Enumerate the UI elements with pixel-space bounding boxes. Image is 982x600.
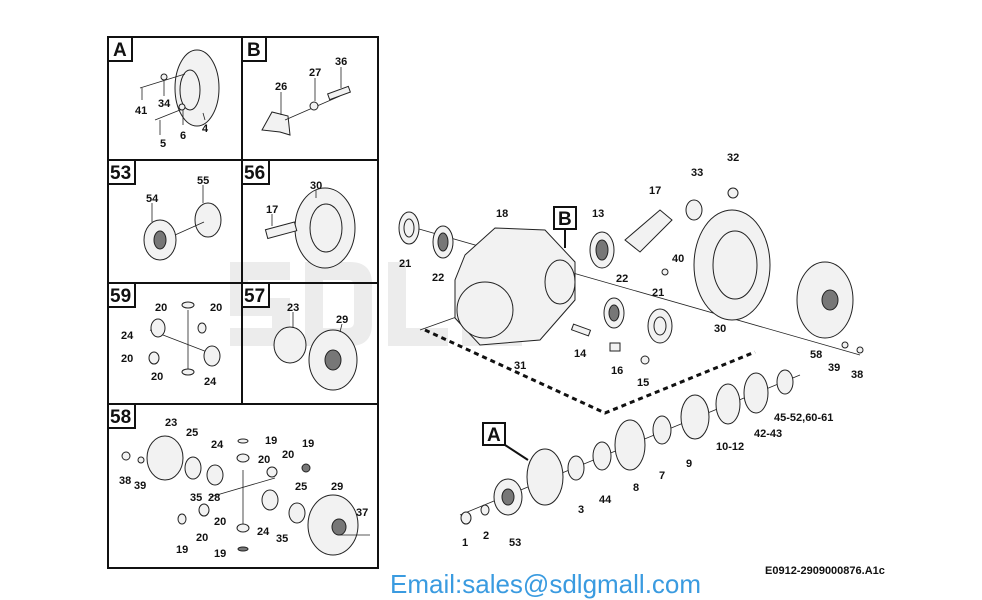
label: 29 [331,481,343,493]
label: 26 [275,81,287,93]
label: 15 [637,377,649,389]
label: 4 [202,123,209,135]
label: 18 [496,208,508,220]
label: 20 [214,516,226,528]
panel-59-parts: 20 20 24 20 20 24 [121,301,222,388]
panel-57-title: 57 [244,286,265,307]
figure-code: E0912-2909000876.A1c [765,565,885,577]
panel-56-title: 56 [244,163,265,184]
label: 20 [282,449,294,461]
panel-56-parts: 17 30 [264,180,356,269]
label: 20 [155,302,167,314]
label: 30 [310,180,322,192]
label: 14 [574,348,587,360]
label: 17 [266,204,278,216]
label: 27 [309,67,321,79]
main-exploded-view: 21 22 18 13 17 33 32 40 22 21 30 58 39 3… [398,152,864,549]
label: 1 [462,537,468,549]
callout-a: A [487,425,501,446]
callout-b: B [558,209,572,230]
label: 19 [302,438,314,450]
label: 24 [257,526,270,538]
label: 22 [616,273,628,285]
email-watermark: Email:sales@sdlgmall.com [390,569,701,599]
label: 24 [121,330,134,342]
panel-a-title: A [113,40,127,61]
label: 28 [208,492,220,504]
label: 20 [151,371,163,383]
label: 54 [146,193,159,205]
panel-53-parts: 54 55 [143,175,222,261]
label: 13 [592,208,604,220]
label: 20 [258,454,270,466]
label: 3 [578,504,584,516]
label: 9 [686,458,692,470]
label: 38 [851,369,863,381]
panel-59-title: 59 [110,286,131,307]
label: 19 [214,548,226,560]
label: 25 [295,481,307,493]
panel-b-title: B [247,40,261,61]
label: 25 [186,427,198,439]
label: 35 [190,492,202,504]
label: 20 [121,353,133,365]
label: 45-52,60-61 [774,412,833,424]
panel-58-title: 58 [110,407,131,428]
label: 8 [633,482,639,494]
label: 16 [611,365,623,377]
panel-53-title: 53 [110,163,131,184]
panel-58-parts: 23 25 24 19 20 19 20 38 39 35 28 25 29 2… [119,417,370,560]
label: 10-12 [716,441,744,453]
label: 44 [599,494,612,506]
label: 21 [652,287,664,299]
label: 17 [649,185,661,197]
label: 39 [828,362,840,374]
label: 40 [672,253,684,265]
label: 6 [180,130,186,142]
panel-b-parts: 26 27 36 [261,56,352,136]
label: 58 [810,349,822,361]
label: 20 [196,532,208,544]
label: 38 [119,475,131,487]
label: 34 [158,98,171,110]
label: 53 [509,537,521,549]
label: 41 [135,105,147,117]
label: 36 [335,56,347,68]
panel-57-parts: 23 29 [273,302,358,391]
label: 22 [432,272,444,284]
label: 39 [134,480,146,492]
label: 24 [204,376,217,388]
label: 2 [483,530,489,542]
label: 31 [514,360,526,372]
label: 20 [210,302,222,314]
label: 23 [165,417,177,429]
label: 29 [336,314,348,326]
label: 19 [265,435,277,447]
label: 21 [399,258,411,270]
label: 33 [691,167,703,179]
label: 42-43 [754,428,782,440]
label: 7 [659,470,665,482]
label: 32 [727,152,739,164]
panel-a-parts: 41 34 5 6 4 [135,49,220,150]
label: 55 [197,175,209,187]
label: 5 [160,138,166,150]
detail-panels: A B 53 56 59 57 58 [107,36,379,569]
label: 37 [356,507,368,519]
label: 24 [211,439,224,451]
label: 30 [714,323,726,335]
label: 19 [176,544,188,556]
label: 23 [287,302,299,314]
label: 35 [276,533,288,545]
